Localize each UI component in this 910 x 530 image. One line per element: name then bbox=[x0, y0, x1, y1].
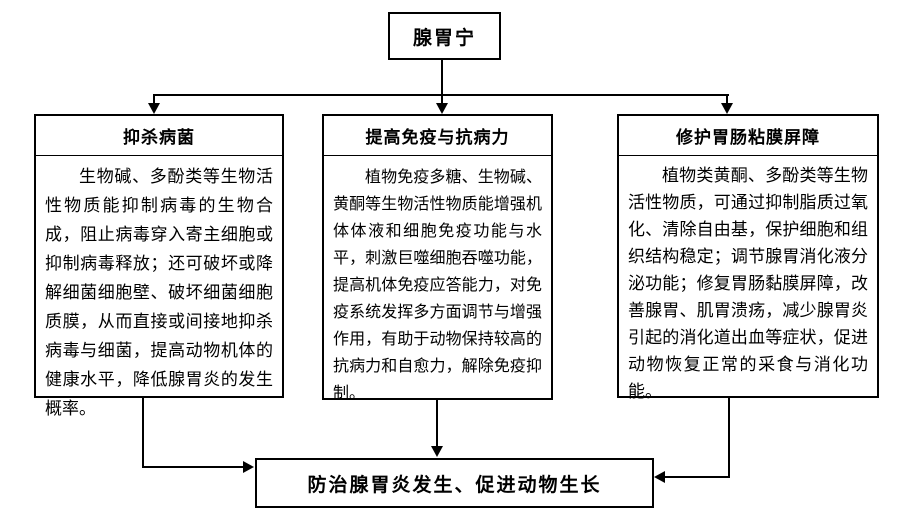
branch-body-text: 植物类黄酮、多酚类等生物活性物质，可通过抑制脂质过氧化、清除自由基，保护细胞和组… bbox=[628, 166, 868, 402]
connector-left-horizontal bbox=[142, 466, 244, 468]
branch-box-antibacterial: 抑杀病菌 生物碱、多酚类等生物活性物质能抑制病毒的生物合成，阻止病毒穿入寄主细胞… bbox=[34, 114, 284, 419]
arrow-down-icon bbox=[148, 103, 160, 114]
drop-line-middle bbox=[441, 94, 443, 105]
arrow-down-icon bbox=[721, 103, 733, 114]
outcome-node-box: 防治腺胃炎发生、促进动物生长 bbox=[255, 458, 654, 508]
connector-right-horizontal bbox=[665, 476, 730, 478]
branch-title: 提高免疫与抗病力 bbox=[324, 116, 551, 156]
connector-right-vertical bbox=[728, 398, 730, 478]
arrow-down-icon bbox=[436, 103, 448, 114]
arrow-right-icon bbox=[243, 461, 254, 473]
drop-line-left bbox=[153, 94, 155, 105]
branch-body-text: 植物免疫多糖、生物碱、黄酮等生物活性物质能增强机体体液和细胞免疫功能与水平，刺激… bbox=[333, 167, 542, 402]
root-stem-line bbox=[441, 60, 443, 95]
branch-body-text: 生物碱、多酚类等生物活性物质能抑制病毒的生物合成，阻止病毒穿入寄主细胞或抑制病毒… bbox=[45, 167, 273, 419]
connector-left-vertical bbox=[142, 398, 144, 468]
arrow-down-icon bbox=[431, 446, 443, 457]
root-node-label: 腺胃宁 bbox=[412, 26, 476, 49]
connector-middle-vertical bbox=[436, 400, 438, 448]
outcome-node-label: 防治腺胃炎发生、促进动物生长 bbox=[307, 473, 602, 496]
branch-title: 抑杀病菌 bbox=[36, 116, 282, 156]
root-node-box: 腺胃宁 bbox=[388, 12, 501, 60]
branch-box-mucosa-repair: 修护胃肠粘膜屏障 植物类黄酮、多酚类等生物活性物质，可通过抑制脂质过氧化、清除自… bbox=[617, 114, 879, 402]
branch-box-immunity: 提高免疫与抗病力 植物免疫多糖、生物碱、黄酮等生物活性物质能增强机体体液和细胞免… bbox=[322, 114, 553, 402]
arrow-left-icon bbox=[654, 471, 665, 483]
branch-title: 修护胃肠粘膜屏障 bbox=[619, 116, 877, 156]
drop-line-right bbox=[726, 94, 728, 105]
